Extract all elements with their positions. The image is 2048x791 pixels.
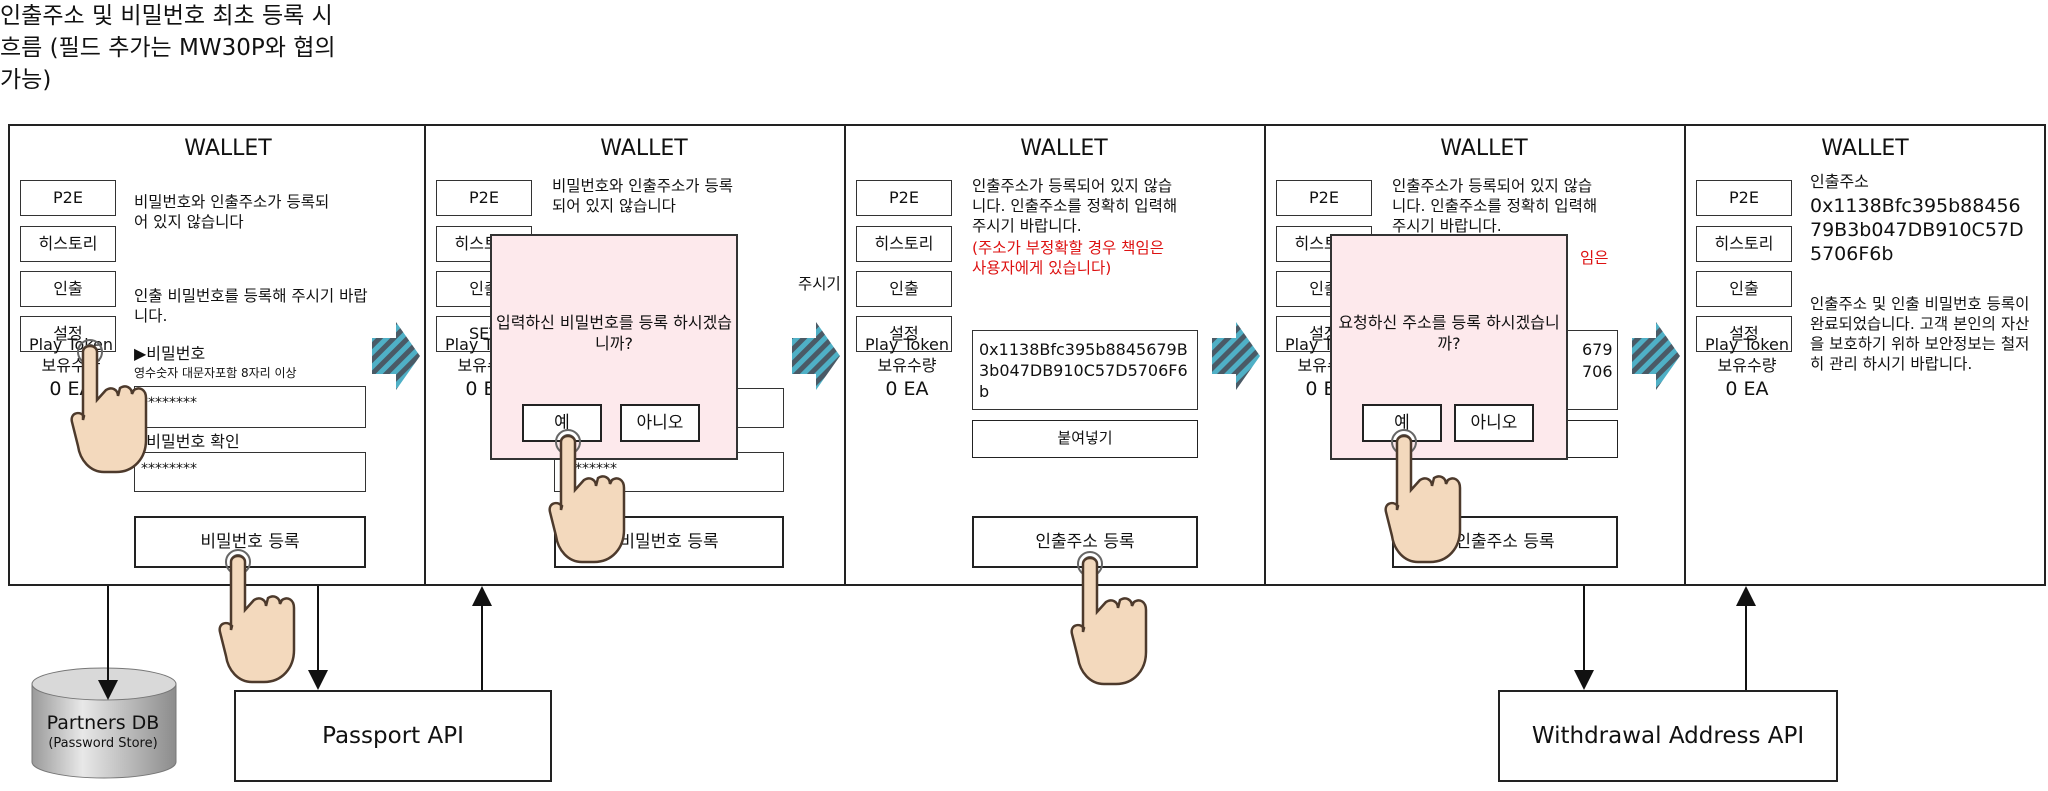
withdrawal-address-api-box: Withdrawal Address API bbox=[1498, 690, 1838, 782]
wallet-title: WALLET bbox=[600, 136, 688, 161]
tap-hand-icon bbox=[1070, 551, 1148, 686]
tap-hand-icon bbox=[1384, 429, 1462, 564]
menu-history-button[interactable]: 히스토리 bbox=[20, 226, 116, 262]
instruction-fragment: 주시기 bbox=[798, 275, 841, 293]
paste-button[interactable]: 붙여넣기 bbox=[972, 420, 1198, 458]
address-warning-fragment: 임은 bbox=[1580, 249, 1609, 267]
address-fragment-1: 679 bbox=[1582, 340, 1613, 359]
menu-settings-button[interactable]: 설정 bbox=[856, 316, 952, 352]
db-name: Partners DB bbox=[46, 712, 160, 734]
tap-hand-icon bbox=[548, 429, 626, 564]
menu-p2e-button[interactable]: P2E bbox=[1696, 180, 1792, 216]
password-instruction: 인출 비밀번호를 등록해 주시기 바랍니다. bbox=[134, 287, 368, 325]
not-registered-notice: 비밀번호와 인출주소가 등록되어 있지 않습니다 bbox=[134, 193, 330, 231]
dialog-message: 입력하신 비밀번호를 등록 하시겠습니까? bbox=[495, 313, 733, 353]
flow-arrow-1 bbox=[372, 322, 420, 390]
wallet-title: WALLET bbox=[184, 136, 272, 161]
tap-hand-icon bbox=[70, 339, 148, 474]
passport-api-box: Passport API bbox=[234, 690, 552, 782]
db-subtitle: (Password Store) bbox=[48, 736, 158, 751]
address-warning: (주소가 부정확할 경우 책임은 사용자에게 있습니다) bbox=[972, 239, 1164, 277]
flow-arrow-2 bbox=[792, 322, 840, 390]
wallet-title: WALLET bbox=[1440, 136, 1528, 161]
dialog-message: 요청하신 주소를 등록 하시겠습니까? bbox=[1338, 313, 1560, 353]
menu-history-button[interactable]: 히스토리 bbox=[1696, 226, 1792, 262]
token-amount: 0 EA bbox=[885, 378, 929, 400]
dialog-no-button[interactable]: 아니오 bbox=[620, 404, 700, 442]
not-registered-notice: 비밀번호와 인출주소가 등록되어 있지 않습니다 bbox=[552, 177, 733, 215]
password-label: ▶비밀번호 bbox=[134, 344, 206, 363]
password-input[interactable]: ******** bbox=[134, 386, 366, 428]
flow-arrow-3 bbox=[1212, 322, 1260, 390]
menu-p2e-button[interactable]: P2E bbox=[1276, 180, 1372, 216]
wallet-title: WALLET bbox=[1821, 136, 1909, 161]
password-confirm-label: ▶비밀번호 확인 bbox=[134, 432, 240, 451]
menu-p2e-button[interactable]: P2E bbox=[20, 180, 116, 216]
registered-address: 0x1138Bfc395b8845679B3b047DB910C57D5706F… bbox=[1810, 195, 2024, 265]
tap-hand-icon bbox=[218, 549, 296, 684]
menu-p2e-button[interactable]: P2E bbox=[856, 180, 952, 216]
confirm-password-dialog: 입력하신 비밀번호를 등록 하시겠습니까? 예 아니오 bbox=[490, 234, 738, 460]
menu-withdraw-button[interactable]: 인출 bbox=[856, 271, 952, 307]
flow-arrow-4 bbox=[1632, 322, 1680, 390]
password-hint: 영수숫자 대문자포함 8자리 이상 bbox=[134, 366, 297, 380]
token-amount: 0 EA bbox=[1725, 378, 1769, 400]
dialog-no-button[interactable]: 아니오 bbox=[1454, 404, 1534, 442]
registration-complete-message: 인출주소 및 인출 비밀번호 등록이 완료되었습니다. 고객 본인의 자산을 보… bbox=[1810, 295, 2030, 373]
wallet-title: WALLET bbox=[1020, 136, 1108, 161]
menu-withdraw-button[interactable]: 인출 bbox=[20, 271, 116, 307]
menu-p2e-button[interactable]: P2E bbox=[436, 180, 532, 216]
menu-settings-button[interactable]: 설정 bbox=[1696, 316, 1792, 352]
register-password-button[interactable]: 비밀번호 등록 bbox=[134, 516, 366, 568]
address-input[interactable]: 0x1138Bfc395b8845679B3b047DB910C57D5706F… bbox=[972, 330, 1198, 410]
address-instruction: 인출주소가 등록되어 있지 않습니다. 인출주소를 정확히 입력해 주시기 바랍… bbox=[972, 177, 1178, 235]
address-instruction: 인출주소가 등록되어 있지 않습니다. 인출주소를 정확히 입력해 주시기 바랍… bbox=[1392, 177, 1598, 235]
address-fragment-2: 706 bbox=[1582, 362, 1613, 381]
menu-withdraw-button[interactable]: 인출 bbox=[1696, 271, 1792, 307]
dialog-yes-button[interactable]: 예 bbox=[522, 404, 602, 442]
menu-history-button[interactable]: 히스토리 bbox=[856, 226, 952, 262]
password-confirm-input[interactable]: ******** bbox=[134, 452, 366, 492]
address-label: 인출주소 bbox=[1810, 172, 1869, 191]
page-title: 인출주소 및 비밀번호 최초 등록 시 흐름 (필드 추가는 MW30P와 협의… bbox=[0, 3, 336, 93]
